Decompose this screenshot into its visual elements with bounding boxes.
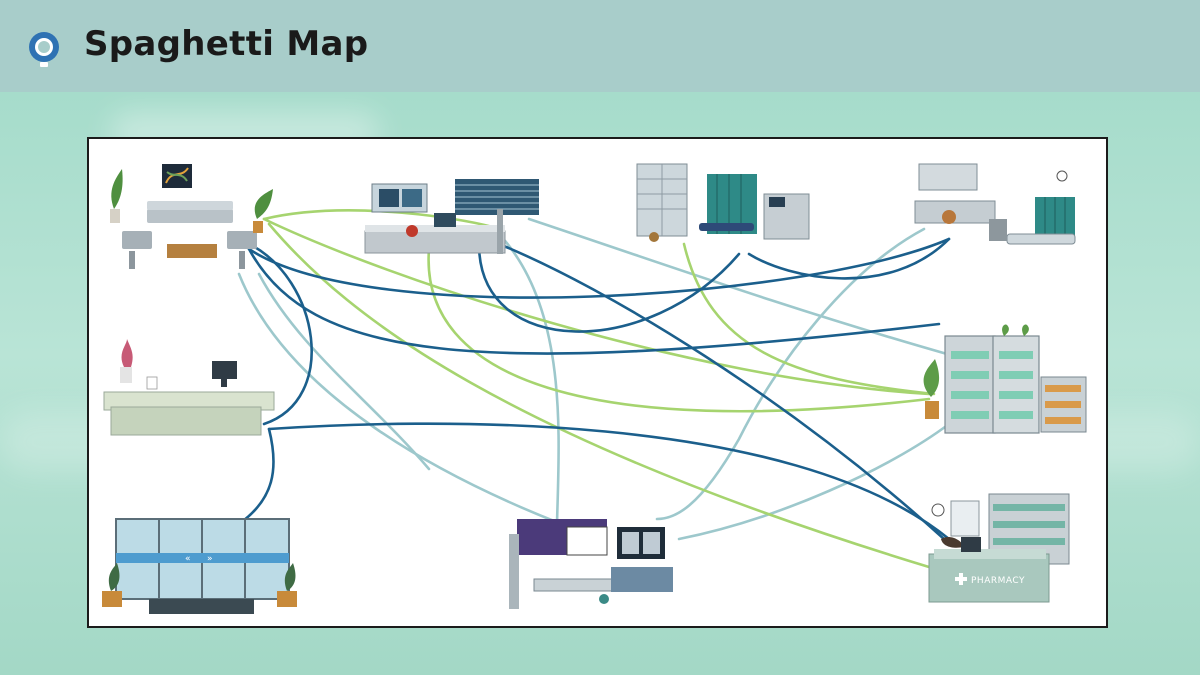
path-light-blue (655, 227, 926, 521)
pharmacy-icon: PHARMACY (928, 493, 1070, 603)
path-light-blue (677, 422, 951, 541)
patient-ward-icon (914, 163, 1076, 245)
xray-machine-icon (509, 519, 673, 609)
reception-desk-icon (103, 339, 275, 436)
waiting-room-icon (110, 164, 273, 269)
spaghetti-map-frame: « » PHARMACY (87, 137, 1108, 628)
path-light-blue (497, 232, 560, 526)
path-light-green (682, 242, 936, 396)
pharmacy-cross-icon (955, 573, 967, 585)
path-dark-blue (247, 247, 941, 355)
path-dark-blue (497, 242, 946, 541)
header-bar: Spaghetti Map (0, 0, 1200, 92)
page-title: Spaghetti Map (84, 24, 369, 64)
laboratory-icon (364, 179, 539, 254)
path-dark-blue (247, 237, 951, 299)
procedure-room-icon (636, 163, 810, 242)
entrance-door-icon: « » (102, 518, 297, 614)
pharmacy-sign: PHARMACY (971, 576, 1025, 586)
spaghetti-map: « » PHARMACY (102, 163, 1087, 614)
movement-paths (237, 209, 951, 569)
path-light-green (427, 247, 931, 413)
path-dark-blue (747, 237, 951, 280)
svg-text:»: » (207, 554, 213, 564)
path-light-green (262, 209, 501, 231)
path-dark-blue (267, 422, 951, 541)
path-dark-blue (237, 427, 275, 526)
location-pin-icon (29, 32, 59, 67)
path-light-green (262, 217, 931, 396)
path-light-blue (237, 272, 556, 523)
path-light-green (267, 222, 931, 569)
medicine-storage-icon (923, 324, 1087, 434)
path-dark-blue (477, 242, 741, 333)
path-light-blue (527, 217, 949, 356)
svg-text:«: « (185, 554, 191, 564)
path-light-blue (257, 272, 431, 471)
